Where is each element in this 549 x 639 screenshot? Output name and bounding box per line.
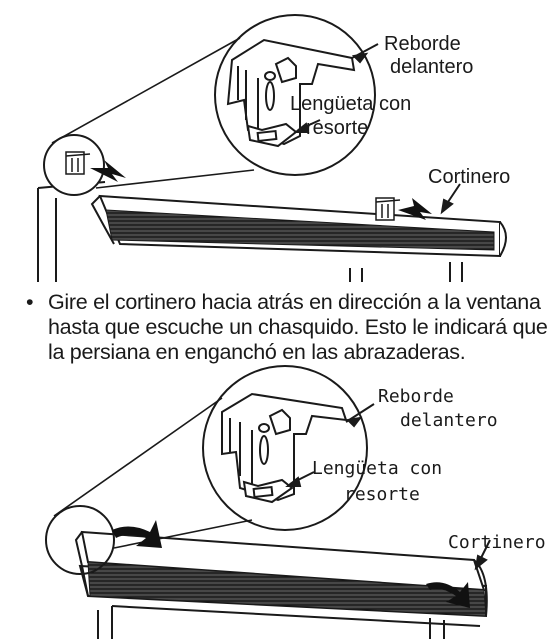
label-valance-bottom: Cortinero (448, 532, 546, 553)
bullet-point: • (26, 290, 34, 314)
rotate-arrow-left (112, 520, 162, 548)
instruction-line-1: Gire el cortinero hacia atrás en direcci… (48, 290, 541, 314)
bracket-icon-rail (375, 197, 401, 221)
label-front-lip-line1: Reborde (384, 33, 461, 55)
instruction-text: • Gire el cortinero hacia atrás en direc… (26, 290, 548, 365)
label-valance: Cortinero (428, 166, 510, 188)
bottom-diagram: Reborde delantero Lengüeta con resorte C… (45, 365, 546, 639)
window-frame-bottom (97, 605, 481, 639)
valance-top (90, 194, 507, 258)
label-spring-tab-line1: Lengüeta con (290, 93, 411, 115)
label-front-lip-line2-bottom: delantero (400, 410, 498, 431)
instruction-line-2: hasta que escuche un chasquido. Esto le … (48, 315, 548, 339)
leader-arrows-bottom (285, 403, 491, 571)
label-spring-tab-line1-bottom: Lengüeta con (312, 458, 442, 479)
instruction-body: Gire el cortinero hacia atrás en direcci… (48, 290, 548, 365)
push-arrow-left (90, 160, 126, 182)
instruction-line-3: la persiana en enganchó en las abrazader… (48, 340, 466, 364)
rotate-arrow-right (426, 582, 470, 608)
push-arrow-right (398, 198, 432, 220)
label-spring-tab-line2-bottom: resorte (344, 484, 420, 505)
bracket-detail-top (226, 38, 356, 148)
valance-bottom (74, 530, 488, 618)
label-spring-tab-line2: resorte (306, 117, 368, 139)
bracket-icon-small (65, 151, 91, 175)
top-diagram: Reborde delantero Lengüeta con resorte C… (37, 14, 510, 282)
label-front-lip-line1-bottom: Reborde (378, 386, 454, 407)
label-front-lip-line2: delantero (390, 56, 473, 78)
leader-arrows-top (293, 43, 461, 215)
zoom-circle-small-bottom (45, 505, 115, 575)
bracket-detail-bottom (221, 392, 348, 504)
